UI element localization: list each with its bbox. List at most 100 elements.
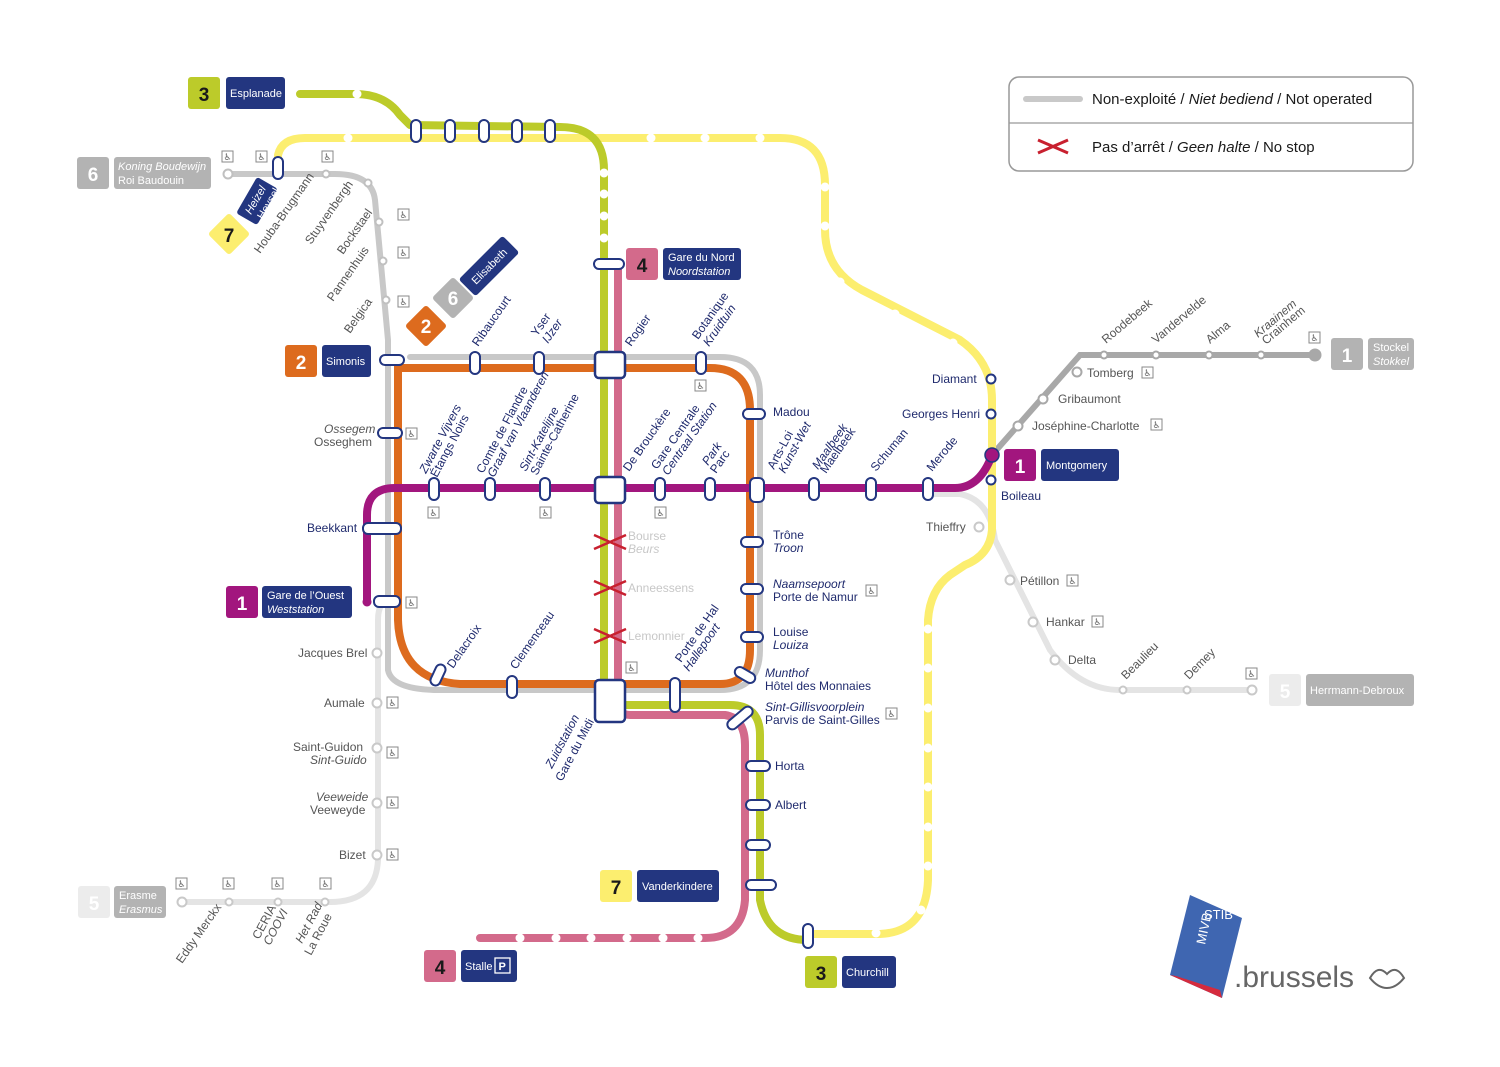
beekkant-label[interactable]: Beekkant — [307, 521, 358, 535]
terminal-gare-du-nord[interactable]: 4 Gare du Nord Noordstation — [626, 248, 741, 280]
terminal-vanderkindere[interactable]: 7 Vanderkindere — [600, 870, 719, 902]
gare-du-midi-interchange[interactable] — [593, 678, 627, 724]
terminal-montgomery[interactable]: 1 Montgomery — [1004, 449, 1119, 481]
rogier-label[interactable]: Rogier — [622, 312, 654, 349]
veeweyde-label[interactable]: Veeweyde — [310, 803, 366, 817]
roodebeek-label[interactable]: Roodebeek — [1099, 295, 1156, 346]
delacroix-label[interactable]: Delacroix — [444, 622, 484, 671]
wheelchair-icon: ♿ — [386, 696, 399, 709]
sgv-label[interactable]: Sint-Gillisvoorplein — [765, 700, 865, 714]
wheelchair-icon: ♿ — [386, 796, 399, 809]
ribaucourt-label[interactable]: Ribaucourt — [469, 293, 514, 349]
line-number: 7 — [611, 878, 622, 899]
clemenceau-label[interactable]: Clemenceau — [507, 609, 557, 672]
beaulieu-label[interactable]: Beaulieu — [1118, 639, 1161, 682]
petillon-label[interactable]: Pétillon — [1020, 574, 1059, 588]
alma-label[interactable]: Alma — [1203, 318, 1233, 347]
svg-text:♿: ♿ — [399, 298, 407, 308]
heart-icon — [1368, 968, 1406, 990]
wheelchair-icon: ♿ — [221, 150, 234, 163]
line-1-track — [363, 451, 996, 606]
louiza-label[interactable]: Louiza — [773, 638, 809, 652]
wheelchair-icon: ♿ — [255, 150, 268, 163]
tomberg-label[interactable]: Tomberg — [1087, 366, 1134, 380]
madou-label[interactable]: Madou — [773, 405, 810, 419]
osseghem-label[interactable]: Osseghem — [314, 435, 372, 449]
station-labels: Diamant Georges Henri Boileau Thieffry P… — [293, 366, 1140, 862]
terminal-herrmann-debroux[interactable]: 5 Herrmann-Debroux — [1269, 674, 1414, 706]
lemonnier-label: Lemonnier — [628, 629, 685, 643]
porte-namur-label[interactable]: Porte de Namur — [773, 590, 858, 604]
svg-text:♿: ♿ — [388, 799, 396, 809]
boileau-label[interactable]: Boileau — [1001, 489, 1041, 503]
terminal-simonis[interactable]: 2 Simonis — [285, 345, 371, 377]
belgica-label[interactable]: Belgica — [341, 295, 375, 336]
parking-icon — [494, 957, 511, 974]
monnaies-label[interactable]: Hôtel des Monnaies — [765, 679, 871, 693]
naamsepoort-label[interactable]: Naamsepoort — [773, 577, 846, 591]
line-number: 4 — [637, 256, 648, 277]
horta-label[interactable]: Horta — [775, 759, 805, 773]
eddy-merckx-label[interactable]: Eddy Merckx — [173, 901, 224, 966]
ossegem-label[interactable]: Ossegem — [324, 422, 375, 436]
wheelchair-icon: ♿ — [1308, 331, 1321, 344]
demey-label[interactable]: Demey — [1181, 645, 1218, 682]
wheelchair-icon: ♿ — [654, 506, 667, 519]
georges-henri-label[interactable]: Georges Henri — [902, 407, 980, 421]
terminal-esplanade[interactable]: 3 Esplanade — [188, 77, 285, 109]
munthof-label[interactable]: Munthof — [765, 666, 810, 680]
rogier-interchange[interactable] — [593, 350, 627, 380]
wheelchair-icon: ♿ — [625, 661, 638, 674]
terminal-elisabeth[interactable]: 2 6 Elisabeth — [405, 236, 520, 348]
troon-label[interactable]: Troon — [773, 541, 804, 555]
thieffry-label[interactable]: Thieffry — [926, 520, 966, 534]
bockstael-label[interactable]: Bockstael — [334, 206, 375, 257]
svg-text:♿: ♿ — [407, 430, 415, 440]
bizet-label[interactable]: Bizet — [339, 848, 366, 862]
debrouckere-interchange[interactable] — [593, 475, 627, 505]
station-ticks — [272, 119, 934, 949]
terminal-stalle[interactable]: 4 Stalle P — [424, 950, 517, 982]
terminal-koning-boudewijn[interactable]: 6 Koning Boudewijn Roi Baudouin — [77, 157, 211, 189]
sint-guido-label[interactable]: Sint-Guido — [310, 753, 367, 767]
svg-text:♿: ♿ — [399, 249, 407, 259]
svg-text:♿: ♿ — [627, 664, 635, 674]
jacques-brel-label[interactable]: Jacques Brel — [298, 646, 367, 660]
terminal-stockel[interactable]: 1 Stockel Stokkel — [1331, 338, 1414, 370]
terminal-erasme[interactable]: 5 Erasme Erasmus — [78, 886, 166, 918]
schuman-label[interactable]: Schuman — [868, 426, 911, 474]
josephine-label[interactable]: Joséphine-Charlotte — [1032, 419, 1140, 433]
aumale-label[interactable]: Aumale — [324, 696, 365, 710]
brussels-wordmark: .brussels — [1234, 961, 1354, 994]
terminal-gare-ouest[interactable]: 1 Gare de l’Ouest Weststation — [226, 586, 352, 618]
wheelchair-icon: ♿ — [865, 584, 878, 597]
psg-label[interactable]: Parvis de Saint-Gilles — [765, 713, 880, 727]
hankar-label[interactable]: Hankar — [1046, 615, 1085, 629]
louise-label[interactable]: Louise — [773, 625, 809, 639]
terminal-name: Montgomery — [1046, 460, 1108, 472]
svg-text:♿: ♿ — [656, 509, 664, 519]
svg-text:♿: ♿ — [177, 880, 185, 890]
delta-label[interactable]: Delta — [1068, 653, 1096, 667]
line-number: 3 — [816, 964, 827, 985]
svg-text:♿: ♿ — [887, 710, 895, 720]
no-stop-cross-icon — [1037, 138, 1069, 155]
albert-label[interactable]: Albert — [775, 798, 807, 812]
svg-text:♿: ♿ — [541, 509, 549, 519]
line-number: 5 — [89, 894, 100, 915]
merode-label[interactable]: Merode — [924, 434, 961, 474]
terminal-churchill[interactable]: 3 Churchill — [805, 956, 896, 988]
vandervelde-label[interactable]: Vandervelde — [1149, 293, 1209, 347]
veeweide-label[interactable]: Veeweide — [316, 790, 369, 804]
terminal-name: Esplanade — [230, 88, 282, 100]
legend-no-stop: Pas d’arrêt / Geen halte / No stop — [1092, 139, 1315, 156]
interchanges — [593, 350, 627, 724]
diamant-label[interactable]: Diamant — [932, 372, 977, 386]
svg-text:♿: ♿ — [399, 211, 407, 221]
gribaumont-label[interactable]: Gribaumont — [1058, 392, 1121, 406]
wheelchair-icon: ♿ — [405, 596, 418, 609]
stib-logo: MIVB STIB .brussels — [1170, 895, 1406, 998]
saint-guidon-label[interactable]: Saint-Guidon — [293, 740, 363, 754]
trone-label[interactable]: Trône — [773, 528, 804, 542]
terminal-heysel[interactable]: 7 Heizel Heysel — [208, 177, 283, 255]
